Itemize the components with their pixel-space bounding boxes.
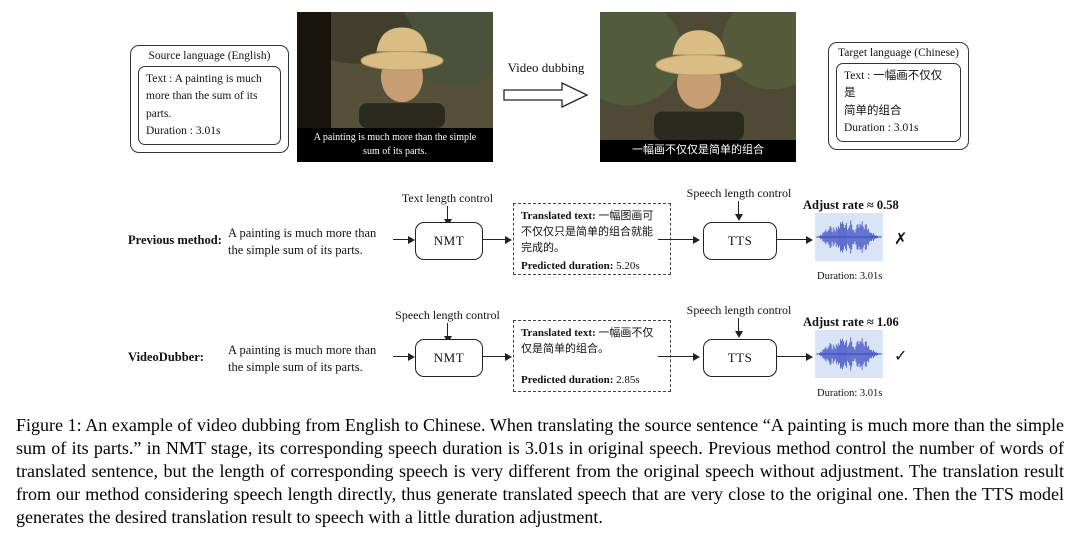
method-label: VideoDubber: <box>128 350 204 364</box>
duration-label: Duration: 3.01s <box>817 271 883 282</box>
nmt-box: NMT <box>415 339 483 377</box>
check-mark-icon: ✓ <box>894 348 908 365</box>
right-arrow-icon <box>393 351 415 362</box>
video-dubbing-arrow-icon <box>503 82 589 108</box>
duration-label: Duration: 3.01s <box>817 388 883 399</box>
figure-caption: Figure 1: An example of video dubbing fr… <box>16 415 1064 528</box>
predicted-duration: Predicted duration: 5.20s <box>521 259 640 272</box>
right-arrow-icon <box>483 351 512 362</box>
row-previous-method: Text length control Previous method: A p… <box>0 185 1080 297</box>
source-language-box: Source language (English) Text : A paint… <box>130 45 289 153</box>
source-sentence: A painting is much more than the simple … <box>228 343 377 374</box>
translated-text: 一幅图画可不仅仅只是简单的组合就能完成的。 <box>521 210 654 254</box>
speech-waveform-icon <box>815 330 883 378</box>
right-arrow-icon <box>483 234 512 245</box>
target-language-text: Text : 一幅画不仅仅是 简单的组合 Duration : 3.01s <box>836 63 961 142</box>
translated-text-label: Translated text: <box>521 210 596 222</box>
method-label: Previous method: <box>128 233 222 247</box>
video-still-target <box>600 12 796 141</box>
subtitle-bar-target: 一幅画不仅仅是简单的组合 <box>600 140 796 162</box>
translation-box: Translated text: 一幅画不仅仅是简单的组合。 Predicted… <box>513 320 671 392</box>
nmt-box: NMT <box>415 222 483 260</box>
predicted-duration: Predicted duration: 2.85s <box>521 373 640 386</box>
speech-length-control-label: Speech length control <box>686 303 792 317</box>
down-arrow-icon <box>733 201 744 221</box>
subtitle-bar-source: A painting is much more than the simple … <box>297 128 493 162</box>
down-arrow-icon <box>442 206 453 226</box>
adjust-rate-label: Adjust rate ≈ 1.06 <box>803 315 899 329</box>
source-language-title: Source language (English) <box>148 50 271 62</box>
source-language-text: Text : A painting is much more than the … <box>138 66 281 145</box>
right-arrow-icon <box>777 351 813 362</box>
video-still-source <box>297 12 493 128</box>
video-dubbing-label: Video dubbing <box>507 60 585 75</box>
right-arrow-icon <box>658 351 700 362</box>
translated-text: 一幅画不仅仅是简单的组合。 <box>521 327 654 355</box>
video-frame-target: 一幅画不仅仅是简单的组合 <box>600 12 796 162</box>
down-arrow-icon <box>442 323 453 343</box>
row-videodubber: Speech length control VideoDubber: A pai… <box>0 302 1080 414</box>
right-arrow-icon <box>777 234 813 245</box>
adjust-rate-label: Adjust rate ≈ 0.58 <box>803 198 899 212</box>
cross-mark-icon: ✗ <box>894 231 908 248</box>
tts-box: TTS <box>703 222 777 260</box>
target-language-box: Target language (Chinese) Text : 一幅画不仅仅是… <box>828 42 969 150</box>
source-sentence: A painting is much more than the simple … <box>228 226 377 257</box>
right-arrow-icon <box>658 234 700 245</box>
target-language-title: Target language (Chinese) <box>838 47 959 59</box>
text-length-control-label: Text length control <box>401 191 494 205</box>
translation-box: Translated text: 一幅图画可不仅仅只是简单的组合就能完成的。 P… <box>513 203 671 275</box>
speech-length-control-label: Speech length control <box>395 308 500 322</box>
right-arrow-icon <box>393 234 415 245</box>
video-frame-source: A painting is much more than the simple … <box>297 12 493 162</box>
down-arrow-icon <box>733 318 744 338</box>
tts-box: TTS <box>703 339 777 377</box>
translated-text-label: Translated text: <box>521 327 596 339</box>
speech-length-control-label: Speech length control <box>686 186 792 200</box>
speech-waveform-icon <box>815 213 883 261</box>
